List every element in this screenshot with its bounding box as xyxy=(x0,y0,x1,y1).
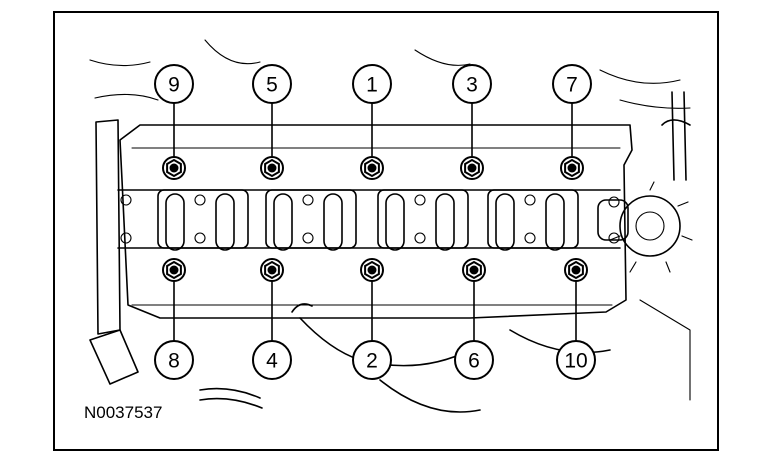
bolt-center xyxy=(267,265,277,275)
bolt-callout-4: 4 xyxy=(252,258,292,380)
bolt-callout-7: 7 xyxy=(552,64,592,180)
figure-id-label: N0037537 xyxy=(84,403,162,422)
bolt-callout-2: 2 xyxy=(352,258,392,380)
callout-circle xyxy=(252,64,292,104)
callout-circle xyxy=(252,340,292,380)
callout-number: 8 xyxy=(168,350,180,373)
callout-number: 6 xyxy=(468,350,480,373)
callout-number: 7 xyxy=(566,74,578,97)
callout-circle xyxy=(154,64,194,104)
callout-number: 4 xyxy=(266,350,278,373)
callout-circle xyxy=(154,340,194,380)
bolt-callout-10: 10 xyxy=(556,258,596,380)
callout-circle xyxy=(452,64,492,104)
callout-number: 3 xyxy=(466,74,478,97)
callout-circle xyxy=(552,64,592,104)
bolt-callout-5: 5 xyxy=(252,64,292,180)
bolt-center xyxy=(169,265,179,275)
bolt-center xyxy=(567,163,577,173)
bolt-center xyxy=(469,265,479,275)
callout-circle xyxy=(454,340,494,380)
callout-circle xyxy=(556,340,596,380)
callout-circle xyxy=(352,64,392,104)
bolt-center xyxy=(169,163,179,173)
bolt-callout-8: 8 xyxy=(154,258,194,380)
callout-circle xyxy=(352,340,392,380)
callout-number: 9 xyxy=(168,74,180,97)
callout-number: 1 xyxy=(366,74,378,97)
bolt-center xyxy=(467,163,477,173)
bolt-center xyxy=(267,163,277,173)
callout-number: 2 xyxy=(366,350,378,373)
bolt-center xyxy=(367,163,377,173)
callout-number: 10 xyxy=(564,350,587,373)
callout-number: 5 xyxy=(266,74,278,97)
bolt-callout-1: 1 xyxy=(352,64,392,180)
bolt-callout-3: 3 xyxy=(452,64,492,180)
bolt-center xyxy=(571,265,581,275)
bolt-callout-6: 6 xyxy=(454,258,494,380)
bolt-callout-9: 9 xyxy=(154,64,194,180)
bolt-center xyxy=(367,265,377,275)
engine-line-art xyxy=(89,39,693,413)
bolt-callouts: 1 2 3 4 5 6 7 8 9 10 xyxy=(154,64,596,380)
